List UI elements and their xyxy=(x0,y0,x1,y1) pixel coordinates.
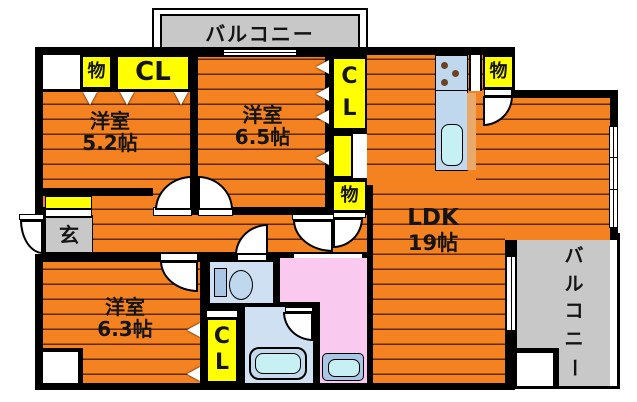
sliding-door-balcony xyxy=(506,256,516,331)
wall xyxy=(78,348,83,383)
bathtub-icon xyxy=(249,347,307,380)
closet-door-mark xyxy=(316,87,329,101)
entrance-door-arc xyxy=(20,220,43,254)
balcony-right-label: バ ル コ ニ ー xyxy=(563,245,586,377)
washing-machine-pan-icon xyxy=(322,353,364,381)
balcony-rail xyxy=(510,386,620,389)
closet-door-mark xyxy=(187,323,200,337)
refrigerator-space xyxy=(469,55,482,91)
shoe-cabinet-shelf xyxy=(45,209,92,217)
door-sill xyxy=(237,254,267,261)
wall xyxy=(43,348,83,352)
toilet-tank-icon xyxy=(214,268,227,297)
closet-door-mark xyxy=(316,60,329,74)
closet-door-mark xyxy=(316,110,329,124)
pipe-space xyxy=(43,55,80,89)
closet-depth xyxy=(353,134,367,178)
balcony-top-label: バルコニー xyxy=(205,21,315,46)
window-ldk-right xyxy=(609,126,618,228)
entrance-genkan: 玄 xyxy=(45,217,93,253)
balcony-alcove xyxy=(517,353,553,386)
shoe-cabinet xyxy=(45,196,92,209)
wall xyxy=(553,348,559,386)
balcony-rail xyxy=(617,233,620,388)
wall xyxy=(43,188,153,196)
closet-cl-top-left: CL xyxy=(116,55,190,91)
counter-side xyxy=(467,93,476,170)
closet-door-mark xyxy=(83,92,97,105)
door-sill xyxy=(160,253,198,261)
ldk-floor xyxy=(373,185,505,383)
closet-door-mark xyxy=(174,92,188,105)
door-sill xyxy=(206,310,238,318)
closet-door-mark xyxy=(120,92,134,105)
closet-storage-hall: 物 xyxy=(332,180,367,212)
wall xyxy=(512,348,559,353)
closet-cl-bottom: C L xyxy=(206,318,238,383)
washroom xyxy=(280,258,367,302)
toilet-bowl-icon xyxy=(229,270,253,300)
pipe-space xyxy=(43,352,78,383)
closet-cl-kitchen: C L xyxy=(332,57,367,130)
hallway xyxy=(92,196,153,215)
door-sill xyxy=(484,89,512,96)
sink-icon xyxy=(441,124,463,166)
window-balcony-top xyxy=(223,49,297,56)
closet-small xyxy=(332,134,353,178)
closet-door-mark xyxy=(187,367,200,381)
closet-storage-top-left: 物 xyxy=(81,55,112,89)
entrance-door-leaf xyxy=(19,214,44,220)
stove-burners-icon xyxy=(435,55,468,91)
closet-door-mark xyxy=(316,151,329,165)
closet-storage-top-right: 物 xyxy=(483,55,514,89)
